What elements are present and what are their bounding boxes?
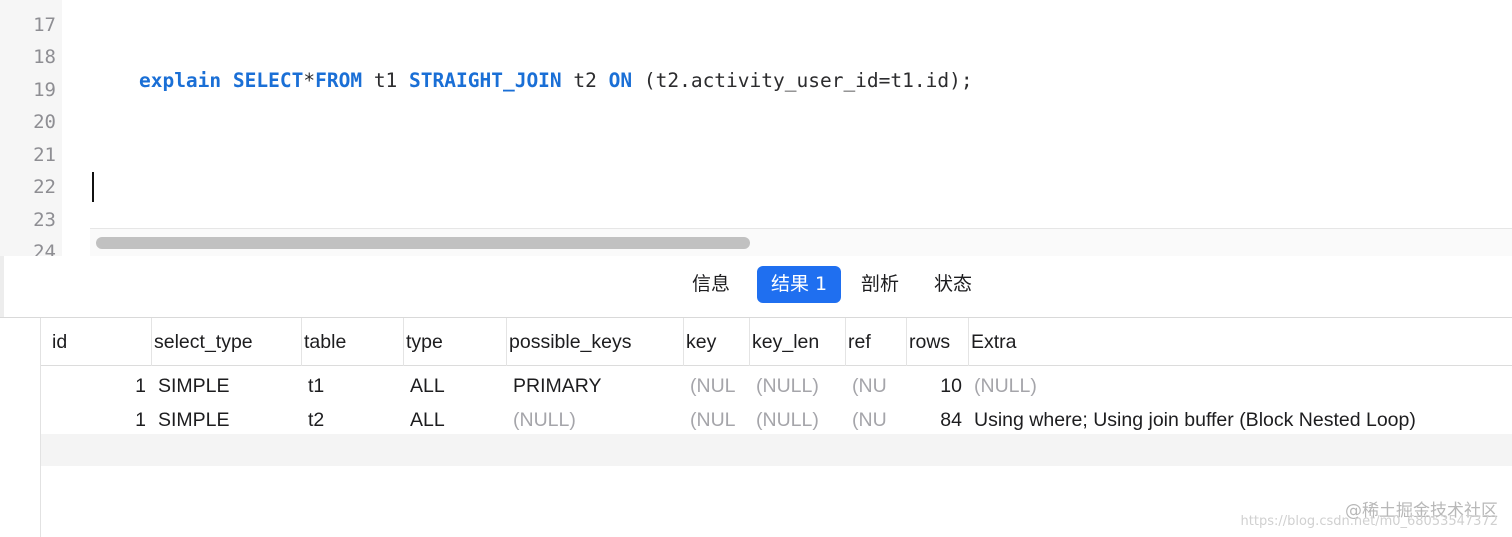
- cell-rows[interactable]: 10: [940, 375, 962, 397]
- code-text: t2: [561, 69, 609, 92]
- cell-possible-keys[interactable]: (NULL): [513, 409, 576, 431]
- sql-statement-line[interactable]: explain SELECT*FROM t1 STRAIGHT_JOIN t2 …: [92, 45, 973, 117]
- table-row[interactable]: 1 SIMPLE t2 ALL (NULL) (NUL (NULL) (NU 8…: [41, 403, 1512, 437]
- line-number: 20: [33, 111, 56, 133]
- code-text: (t2.activity_user_id=t1.id);: [632, 69, 973, 92]
- cell-key[interactable]: (NUL: [690, 409, 736, 431]
- result-tab-bar: 信息 结果 1 剖析 状态: [0, 256, 1512, 318]
- cell-ref[interactable]: (NU: [852, 375, 887, 397]
- cell-key[interactable]: (NUL: [690, 375, 736, 397]
- column-header-type[interactable]: type: [403, 318, 506, 366]
- column-header-id[interactable]: id: [52, 331, 68, 353]
- column-header-key[interactable]: key: [683, 318, 749, 366]
- cell-extra[interactable]: (NULL): [974, 375, 1037, 397]
- tab-info[interactable]: 信息: [692, 273, 731, 295]
- line-number: 24: [33, 241, 56, 256]
- column-header-select-type[interactable]: select_type: [151, 318, 301, 366]
- table-row[interactable]: 1 SIMPLE t1 ALL PRIMARY (NUL (NULL) (NU …: [41, 369, 1512, 403]
- line-number: 22: [33, 176, 56, 198]
- keyword-straight-join: STRAIGHT_JOIN: [409, 69, 562, 92]
- cell-select-type[interactable]: SIMPLE: [158, 409, 230, 431]
- tab-result-1[interactable]: 结果 1: [757, 266, 842, 303]
- horizontal-scrollbar[interactable]: [90, 228, 1512, 256]
- cell-select-type[interactable]: SIMPLE: [158, 375, 230, 397]
- cell-table[interactable]: t2: [308, 409, 325, 431]
- line-number: 21: [33, 144, 56, 166]
- scrollbar-thumb[interactable]: [96, 237, 750, 249]
- column-header-possible-keys[interactable]: possible_keys: [506, 318, 683, 366]
- text-cursor: [92, 172, 94, 202]
- row-selector-column[interactable]: [0, 318, 41, 537]
- cell-table[interactable]: t1: [308, 375, 325, 397]
- column-header-key-len[interactable]: key_len: [749, 318, 845, 366]
- cell-ref[interactable]: (NU: [852, 409, 887, 431]
- line-number: 19: [33, 79, 56, 101]
- line-number: 17: [33, 14, 56, 36]
- cell-key-len[interactable]: (NULL): [756, 375, 819, 397]
- column-header-ref[interactable]: ref: [845, 318, 906, 366]
- cell-id[interactable]: 1: [135, 409, 146, 431]
- cell-id[interactable]: 1: [135, 375, 146, 397]
- line-number: 23: [33, 209, 56, 231]
- watermark-url: https://blog.csdn.net/m0_68053547372: [1240, 514, 1498, 529]
- column-header-extra[interactable]: Extra: [968, 318, 1512, 366]
- cell-extra[interactable]: Using where; Using join buffer (Block Ne…: [974, 409, 1416, 431]
- code-text: t1: [362, 69, 410, 92]
- keyword-from: FROM: [315, 69, 363, 92]
- empty-row: [0, 434, 1512, 466]
- cell-key-len[interactable]: (NULL): [756, 409, 819, 431]
- line-number: 18: [33, 46, 56, 68]
- column-header-table[interactable]: table: [301, 318, 403, 366]
- column-header-row: id select_type table type possible_keys …: [41, 318, 1512, 366]
- cell-type[interactable]: ALL: [410, 409, 445, 431]
- tab-status[interactable]: 状态: [934, 273, 973, 295]
- code-text: [221, 69, 233, 92]
- keyword-select: SELECT: [232, 69, 304, 92]
- cell-type[interactable]: ALL: [410, 375, 445, 397]
- keyword-explain: explain: [138, 69, 222, 92]
- result-grid[interactable]: id select_type table type possible_keys …: [0, 317, 1512, 537]
- code-text: *: [303, 69, 316, 92]
- line-number-gutter: 17 18 19 20 21 22 23 24: [0, 0, 62, 256]
- cell-rows[interactable]: 84: [940, 409, 962, 431]
- sql-editor[interactable]: 17 18 19 20 21 22 23 24 explain SELECT*F…: [0, 0, 1512, 256]
- keyword-on: ON: [608, 69, 633, 92]
- watermark-logo-text: @稀土掘金技术社区: [1345, 501, 1498, 521]
- column-header-rows[interactable]: rows: [906, 318, 968, 366]
- tab-profile[interactable]: 剖析: [861, 273, 900, 295]
- cell-possible-keys[interactable]: PRIMARY: [513, 375, 602, 397]
